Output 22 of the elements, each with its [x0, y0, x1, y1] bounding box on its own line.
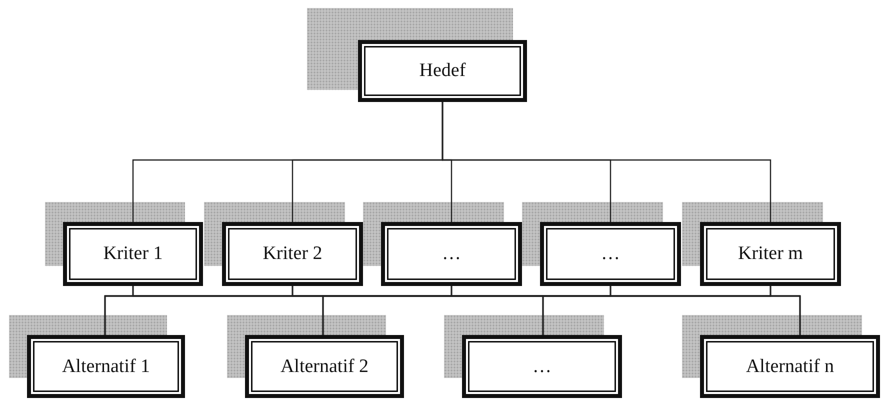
connector-line [770, 286, 801, 335]
framed-box [462, 335, 622, 398]
framed-box [700, 335, 880, 398]
connector-line [442, 102, 772, 222]
node-label: Kriter 1 [103, 243, 163, 265]
node-label: … [532, 356, 552, 378]
node-label: … [442, 243, 461, 265]
node-label: Kriter m [738, 243, 803, 265]
node-label: … [601, 243, 620, 265]
node-label: Alternatif 1 [62, 356, 150, 378]
framed-box [700, 222, 841, 286]
framed-box [540, 222, 681, 286]
framed-box [63, 222, 203, 286]
framed-box [27, 335, 185, 398]
node-label: Hedef [419, 60, 466, 82]
framed-box [381, 222, 522, 286]
framed-box [222, 222, 363, 286]
framed-box [358, 40, 527, 102]
node-label: Alternatif n [746, 356, 834, 378]
node-label: Kriter 2 [262, 243, 322, 265]
node-label: Alternatif 2 [280, 356, 369, 378]
framed-box [245, 335, 404, 398]
